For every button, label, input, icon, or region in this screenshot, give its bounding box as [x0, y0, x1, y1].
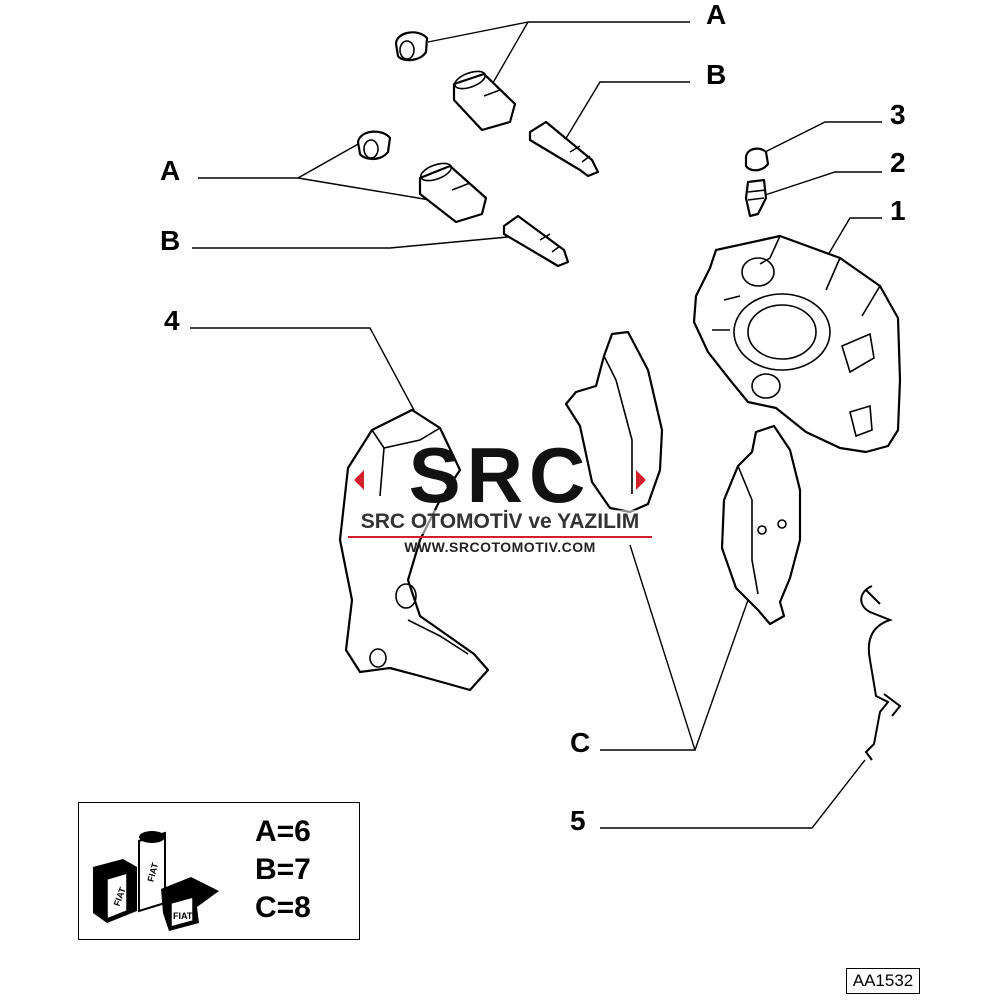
parts-kit-icon: FIAT FIAT FIAT: [93, 831, 219, 931]
callout-a-mid: A: [160, 155, 180, 186]
logo-text-3: FIAT: [173, 911, 193, 921]
callout-4: 4: [164, 305, 180, 336]
bushing-sleeve-mid: [418, 162, 488, 224]
callout-3: 3: [890, 99, 906, 130]
brake-pad-left: [564, 330, 664, 514]
leader-b-top: [564, 81, 690, 141]
legend-line-b: B=7: [255, 853, 311, 886]
caliper-bracket: [338, 408, 490, 692]
callout-c: C: [570, 727, 590, 758]
callout-b-top: B: [706, 59, 726, 90]
logo-text-2: FIAT: [146, 861, 161, 883]
bleed-cap: [744, 147, 770, 172]
callout-2: 2: [890, 147, 906, 178]
callout-1: 1: [890, 195, 906, 226]
guide-pin-top: [528, 120, 600, 178]
leader-1: [827, 217, 882, 256]
bushing-cap-mid: [356, 130, 392, 161]
leader-2: [764, 171, 882, 196]
leader-lines: [190, 21, 882, 829]
brake-pad-right: [720, 424, 802, 626]
guide-pin-mid: [502, 214, 570, 268]
leader-3: [764, 121, 882, 153]
bushing-sleeve-top: [452, 70, 517, 132]
leader-a-mid: [198, 142, 431, 201]
callout-a-top: A: [706, 0, 726, 30]
quantity-legend: FIAT FIAT FIAT A=6 B=7 C=8: [78, 802, 360, 940]
leader-a-top: [427, 21, 690, 89]
callout-b-mid: B: [160, 225, 180, 256]
callout-5: 5: [570, 805, 586, 836]
legend-line-c: C=8: [255, 891, 311, 924]
diagram-reference-code: AA1532: [846, 968, 920, 994]
retaining-spring: [860, 585, 902, 761]
leader-b-mid: [192, 236, 509, 249]
bleed-screw: [744, 178, 768, 218]
legend-line-a: A=6: [255, 815, 311, 848]
leader-c: [600, 544, 749, 751]
brake-caliper: [692, 234, 902, 454]
leader-4: [190, 327, 416, 413]
leader-5: [600, 759, 866, 829]
bushing-cap-top: [394, 31, 429, 62]
